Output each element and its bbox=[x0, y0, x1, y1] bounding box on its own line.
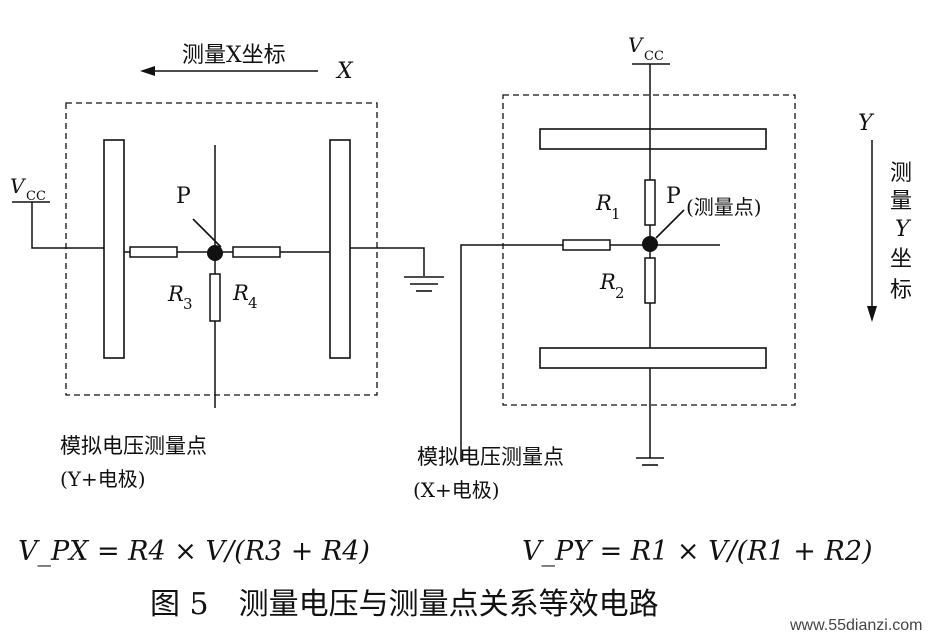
right-electrode-plate bbox=[329, 139, 351, 359]
y-axis-label-char: 测 bbox=[890, 161, 912, 186]
x-axis-letter: X bbox=[335, 59, 354, 84]
x-axis-label: 测量X坐标 bbox=[182, 43, 286, 68]
right-node-note: (测量点) bbox=[686, 195, 762, 219]
left-vcc-wire bbox=[31, 202, 104, 249]
left-vcc-label: V bbox=[10, 174, 27, 198]
right-horizontal-wire bbox=[460, 244, 720, 462]
x-axis-arrowhead bbox=[140, 66, 155, 76]
r3-label: R bbox=[167, 282, 184, 306]
r2-subscript: 2 bbox=[615, 284, 625, 302]
y-axis-label-char: 坐 bbox=[890, 247, 912, 272]
r1-label: R bbox=[595, 191, 612, 215]
resistor-r2 bbox=[644, 257, 656, 304]
y-axis-label-char: Y bbox=[895, 217, 912, 242]
y-axis-label-char: 量 bbox=[890, 189, 912, 214]
left-node-p bbox=[207, 245, 223, 261]
right-resistor-h bbox=[562, 239, 611, 251]
y-axis-letter: Y bbox=[858, 111, 875, 136]
figure-caption: 图 5 测量电压与测量点关系等效电路 bbox=[150, 587, 659, 622]
formula-vpx: V_PX = R4 × V/(R3 + R4) bbox=[18, 536, 370, 567]
resistor-r1 bbox=[644, 179, 656, 226]
top-electrode-plate bbox=[539, 128, 767, 150]
right-node-pointer bbox=[655, 209, 685, 239]
left-ground-wire bbox=[350, 247, 425, 276]
left-dashed-boundary bbox=[65, 102, 378, 396]
watermark: www.55dianzi.com bbox=[789, 617, 923, 634]
r1-subscript: 1 bbox=[611, 205, 621, 223]
r4-label: R bbox=[232, 281, 249, 305]
y-axis-label-char: 标 bbox=[890, 278, 912, 303]
right-vcc-subscript: CC bbox=[644, 49, 664, 64]
right-vcc-label: V bbox=[628, 33, 645, 57]
left-node-label: P bbox=[176, 184, 191, 209]
right-node-p bbox=[642, 236, 658, 252]
y-axis-label: 测 量 Y 坐 标 bbox=[890, 161, 912, 303]
right-output-label-line2: (X+电极) bbox=[413, 478, 500, 502]
right-circuit: V CC P (测量点) R 1 R 2 Y bbox=[413, 33, 912, 502]
bottom-electrode-plate bbox=[539, 347, 767, 369]
left-resistor-r3 bbox=[209, 273, 221, 322]
left-resistor-r4-h bbox=[232, 246, 281, 258]
right-node-label: P bbox=[666, 184, 681, 209]
left-vcc-subscript: CC bbox=[26, 189, 46, 204]
left-output-label-line2: (Y+电极) bbox=[60, 467, 146, 491]
left-resistor-h1 bbox=[129, 246, 178, 258]
r2-label: R bbox=[599, 270, 616, 294]
r4-subscript: 4 bbox=[248, 294, 258, 312]
right-output-label-line1: 模拟电压测量点 bbox=[417, 445, 564, 469]
y-axis-arrowhead bbox=[867, 306, 877, 322]
r3-subscript: 3 bbox=[183, 295, 193, 313]
left-output-label-line1: 模拟电压测量点 bbox=[60, 434, 207, 458]
formula-vpy: V_PY = R1 × V/(R1 + R2) bbox=[522, 536, 873, 567]
left-circuit: 测量X坐标 X V CC P R 3 R 4 模拟 bbox=[10, 43, 444, 491]
left-electrode-plate bbox=[103, 139, 125, 359]
left-node-pointer bbox=[192, 218, 222, 248]
right-dashed-boundary bbox=[502, 94, 796, 406]
